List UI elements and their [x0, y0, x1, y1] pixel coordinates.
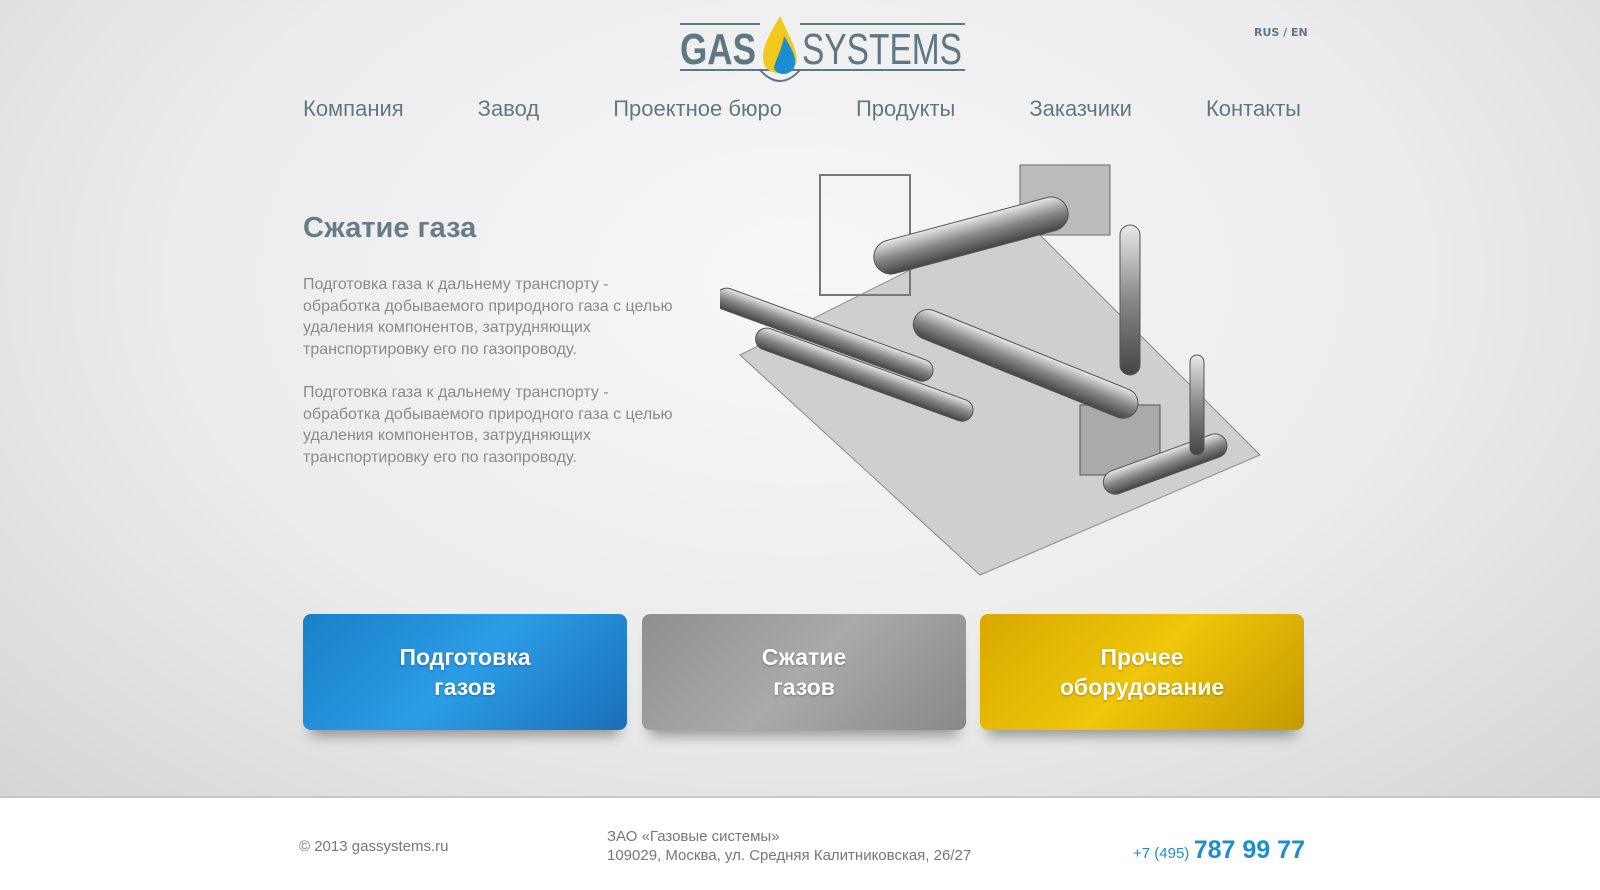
phone-prefix: +7 (495) [1133, 845, 1190, 862]
tile-gas-preparation[interactable]: Подготовка газов [303, 614, 627, 730]
nav-contacts[interactable]: Контакты [1205, 96, 1301, 121]
phone-number: 787 99 77 [1193, 836, 1305, 864]
svg-text:GAS: GAS [680, 25, 756, 74]
tile-label: газов [773, 674, 835, 700]
company-address: ЗАО «Газовые системы» 109029, Москва, ул… [607, 827, 971, 865]
description-paragraph: Подготовка газа к дальнему транспорту - … [303, 384, 673, 466]
description-paragraph: Подготовка газа к дальнему транспорту - … [303, 276, 673, 358]
tile-label: Сжатие [761, 644, 847, 670]
tile-label: Подготовка [399, 644, 531, 670]
language-switch[interactable]: RUS / EN [1254, 26, 1308, 39]
gas-compressor-unit-image [720, 164, 1261, 576]
svg-text:SYSTEMS: SYSTEMS [802, 25, 962, 74]
phone: +7 (495) 787 99 77 [1133, 836, 1305, 865]
main-nav: Компания Завод Проектное бюро Продукты З… [303, 96, 1301, 122]
tile-label: оборудование [1059, 674, 1225, 700]
company-name: ЗАО «Газовые системы» [607, 828, 780, 845]
nav-company[interactable]: Компания [303, 96, 404, 121]
nav-plant[interactable]: Завод [477, 96, 540, 121]
nav-design-bureau[interactable]: Проектное бюро [613, 96, 782, 121]
tile-other-equipment[interactable]: Прочее оборудование [980, 614, 1304, 730]
tile-gas-compression[interactable]: Сжатие газов [642, 614, 966, 730]
main-area: GAS SYSTEMS RUS / EN Компания Завод Прое… [0, 0, 1600, 798]
tile-label: Прочее [1100, 644, 1184, 670]
gas-systems-logo[interactable]: GAS SYSTEMS [680, 14, 965, 86]
nav-products[interactable]: Продукты [855, 96, 956, 121]
footer [0, 800, 1600, 890]
copyright: © 2013 gassystems.ru [299, 838, 449, 855]
tile-label: газов [434, 674, 496, 700]
address: 109029, Москва, ул. Средняя Калитниковск… [607, 847, 972, 864]
page-title: Сжатие газа [303, 212, 477, 244]
nav-customers[interactable]: Заказчики [1029, 96, 1132, 121]
